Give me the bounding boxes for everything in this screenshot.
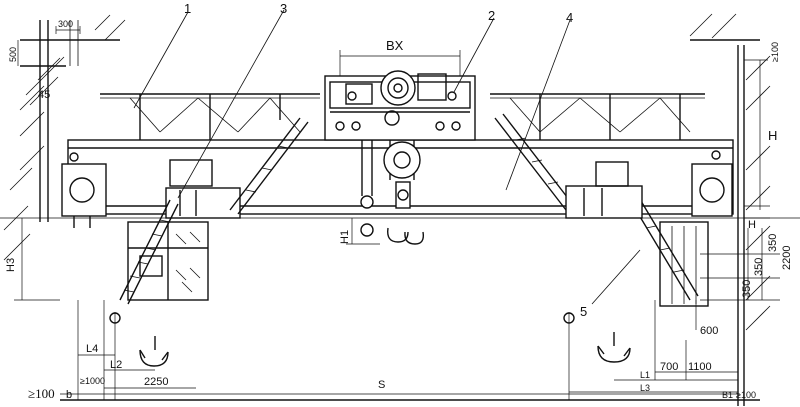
dim-b: b <box>66 389 72 401</box>
dim-2200: 2200 <box>781 246 793 270</box>
dim-h1: H1 <box>339 230 351 244</box>
dim-1100: 1100 <box>688 361 712 373</box>
hook-position-right <box>563 312 631 400</box>
dim-l3: L3 <box>640 383 650 393</box>
part-label-5: 5 <box>580 304 587 319</box>
main-hook-block <box>360 140 425 245</box>
operator-cab <box>127 221 209 301</box>
dim-b1: B1 <box>722 390 733 400</box>
dim-ge1000: ≥1000 <box>80 376 105 386</box>
dimension-lines <box>14 9 780 400</box>
dim-350-b: 350 <box>753 258 765 276</box>
dim-h3: H3 <box>5 258 17 272</box>
dim-ge100-left: ≥100 <box>28 386 55 401</box>
dim-600: 600 <box>700 325 718 337</box>
dim-bx: BX <box>386 38 404 53</box>
dim-300: 300 <box>58 19 73 29</box>
part-label-4: 4 <box>566 10 573 25</box>
left-stair <box>119 117 309 305</box>
dim-l1: L1 <box>640 370 650 380</box>
dim-ge100-right: ≥100 <box>736 390 756 400</box>
dim-ge100-top: ≥100 <box>770 42 780 62</box>
part-labels: 1 3 2 4 5 <box>184 1 587 319</box>
trolley <box>324 70 476 141</box>
dim-l4: L4 <box>86 343 98 355</box>
dim-h: H <box>768 128 777 143</box>
part-label-2: 2 <box>488 8 495 23</box>
dim-2250: 2250 <box>144 376 168 388</box>
dim-700: 700 <box>660 361 678 373</box>
right-end-truck <box>565 161 733 307</box>
dim-500: 500 <box>8 47 18 62</box>
dim-350-a: 350 <box>767 234 779 252</box>
left-end-truck <box>61 159 241 228</box>
dim-l2: L2 <box>110 359 122 371</box>
left-railing <box>100 93 320 140</box>
hook-position-left <box>109 312 169 400</box>
dim-350-c: 350 <box>741 280 753 298</box>
right-railing <box>490 93 705 140</box>
dim-s: S <box>378 379 385 391</box>
dim-h-small: H <box>748 219 756 231</box>
part-label-3: 3 <box>280 1 287 16</box>
part-label-1: 1 <box>184 1 191 16</box>
dimension-labels: 300 500 45 BX ≥100 H H1 H H3 350 350 350… <box>5 19 793 401</box>
dim-45: 45 <box>38 89 50 101</box>
